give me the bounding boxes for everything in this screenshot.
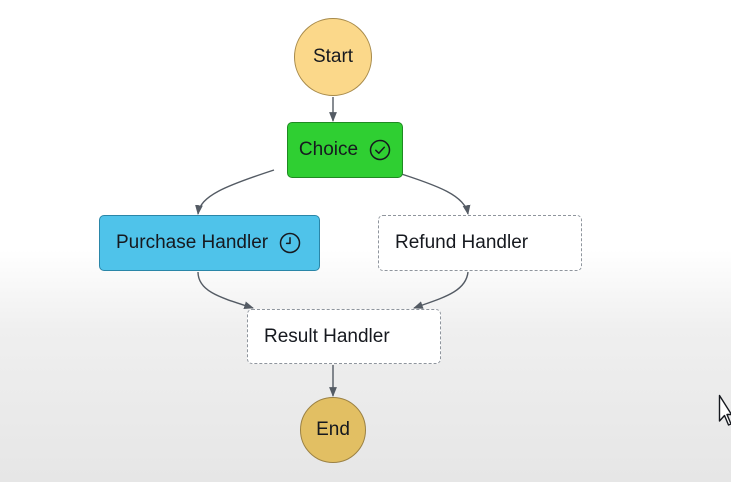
edge-choice-to-refund-handler: [391, 170, 471, 215]
end-node-label: End: [316, 419, 350, 440]
choice-node-label: Choice: [298, 139, 359, 160]
mouse-pointer-icon: [718, 394, 731, 426]
start-node[interactable]: Start: [294, 18, 372, 96]
result-handler-label: Result Handler: [264, 325, 390, 347]
result-handler-node[interactable]: Result Handler: [247, 309, 441, 364]
end-node[interactable]: End: [300, 397, 366, 463]
edge-refund-handler-to-result-handler: [413, 271, 469, 309]
clock-icon: [279, 232, 301, 254]
refund-handler-label: Refund Handler: [395, 232, 529, 253]
start-node-label: Start: [312, 46, 354, 67]
check-circle-icon: [369, 139, 391, 161]
purchase-handler-node[interactable]: Purchase Handler: [99, 215, 320, 271]
edge-purchase-handler-to-result-handler: [197, 271, 254, 310]
purchase-handler-label: Purchase Handler: [116, 232, 269, 253]
refund-handler-node[interactable]: Refund Handler: [378, 215, 582, 271]
choice-node[interactable]: Choice: [287, 122, 403, 178]
edge-choice-to-purchase-handler: [195, 169, 275, 215]
